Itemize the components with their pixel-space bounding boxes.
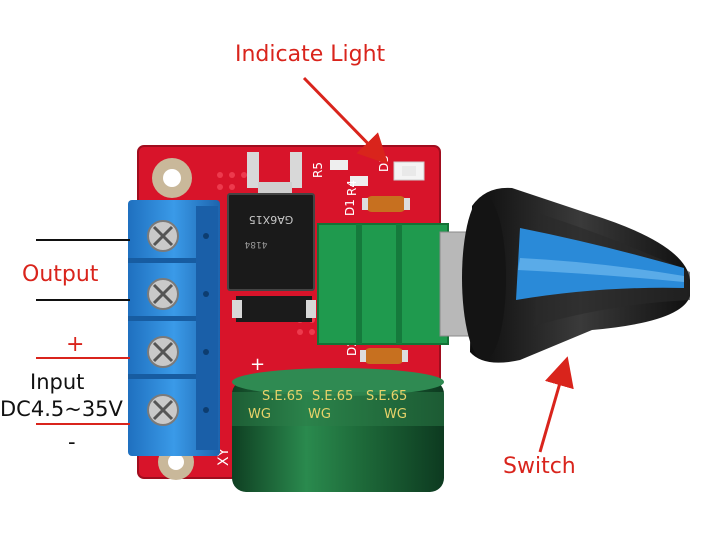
terminal-screw-2 xyxy=(147,278,179,310)
terminal-screw-3 xyxy=(147,336,179,368)
mosfet-code: 4184 xyxy=(244,239,267,249)
label-minus: - xyxy=(68,430,76,454)
pcb-label-r5: R5 xyxy=(311,162,325,178)
label-input: Input xyxy=(30,370,85,394)
mosfet-chip xyxy=(227,152,315,291)
pcb-label-d1: D1 xyxy=(343,199,357,216)
capacitor-brand-2: S.E.65 xyxy=(312,389,353,404)
capacitor-brand-3: S.E.65 xyxy=(366,389,407,404)
diode-component xyxy=(232,296,316,322)
smd-components xyxy=(330,160,425,364)
terminal-block xyxy=(128,200,220,456)
terminal-screw-4 xyxy=(147,394,179,426)
capacitor-sub-3: WG xyxy=(384,407,407,422)
mosfet-marking: GA6X15 xyxy=(249,213,294,226)
pcb-plus-mark: + xyxy=(250,354,265,375)
label-switch: Switch xyxy=(503,454,576,479)
capacitor-sub-1: WG xyxy=(248,407,271,422)
capacitor-brand-1: S.E.65 xyxy=(262,389,303,404)
label-voltage: DC4.5~35V xyxy=(0,397,123,421)
terminal-screw-1 xyxy=(147,220,179,252)
switch-arrow xyxy=(538,356,574,453)
knob-switch xyxy=(462,187,690,363)
label-plus: + xyxy=(66,332,85,357)
pcb-label-d3: D3 xyxy=(377,155,391,172)
label-output: Output xyxy=(22,262,99,287)
pcb-board-mark: XY xyxy=(216,447,232,466)
potentiometer-body xyxy=(317,223,475,345)
pcb-label-r4: R4 xyxy=(345,180,359,196)
label-indicate-light: Indicate Light xyxy=(235,42,386,67)
capacitor xyxy=(232,368,444,492)
capacitor-sub-2: WG xyxy=(308,407,331,422)
indicate-light-arrow xyxy=(302,76,389,165)
